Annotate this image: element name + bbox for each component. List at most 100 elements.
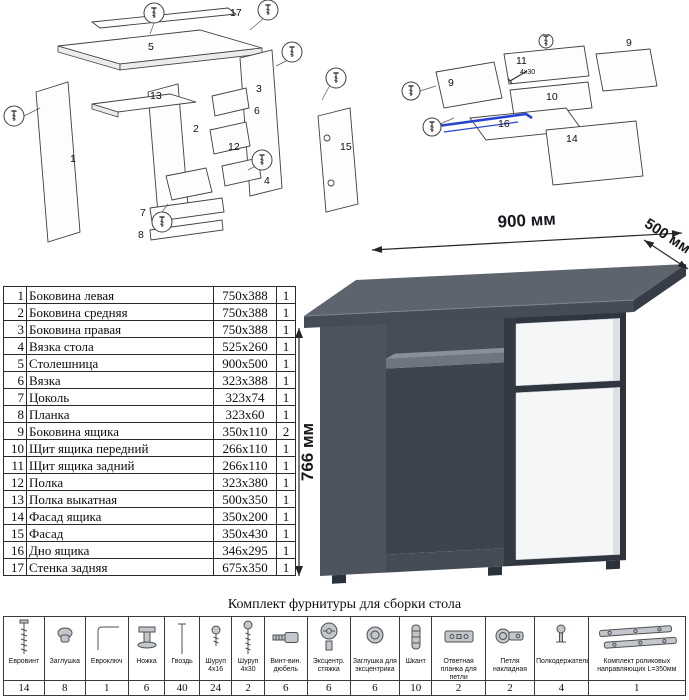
shelf-pin-icon: [535, 617, 587, 658]
part-qty: 1: [276, 507, 296, 525]
part-qty: 1: [276, 286, 296, 304]
depth-dimension-label: 500 мм: [641, 215, 689, 257]
tabletop-surface: [304, 264, 686, 316]
desk-foot: [332, 574, 346, 584]
drawer-back: [503, 45, 590, 85]
part-label: 9: [448, 77, 454, 89]
hinge-plate-icon: [432, 617, 484, 658]
desk-bay-top: [386, 316, 504, 359]
part-size: 750х388: [213, 286, 277, 304]
part-strip: [149, 219, 224, 241]
part-num: 14: [3, 507, 27, 525]
part-qty: 1: [276, 303, 296, 321]
part-num: 4: [3, 337, 27, 355]
part-size: 350х200: [213, 507, 277, 525]
part-label: 13: [150, 90, 162, 102]
part-label: 1: [70, 153, 76, 165]
part-label: 15: [340, 141, 352, 153]
door-front-white: [515, 387, 621, 561]
part-name: Боковина левая: [26, 286, 214, 304]
part-qty: 1: [276, 320, 296, 338]
part-size: 266х110: [213, 439, 277, 457]
exploded-view-diagram: 17 5 3 1 13 2 12 6 4 15 7 8: [3, 0, 359, 243]
part-num: 8: [3, 405, 27, 423]
width-dimension-label: 900 мм: [497, 210, 556, 232]
part-qty: 1: [276, 354, 296, 372]
hardware-item-label: Полкодержатель: [536, 658, 588, 665]
hardware-item-label: Шкант: [405, 658, 426, 665]
stud-dowel-icon: [265, 617, 307, 658]
part-name: Щит ящика передний: [26, 439, 214, 457]
screw-callout-icon: [422, 117, 442, 137]
part-name: Полка: [26, 473, 214, 491]
part-label: 12: [228, 141, 240, 153]
hardware-item-qty: 4: [535, 680, 588, 695]
part-size: 500х350: [213, 490, 277, 508]
screw-callout-icon: [151, 211, 173, 233]
hardware-item-qty: 2: [432, 680, 485, 695]
hardware-item-label: Евровинт: [8, 658, 40, 665]
hardware-item-qty: 14: [4, 680, 44, 695]
part-label: 8: [138, 229, 144, 241]
part-num: 7: [3, 388, 27, 406]
hardware-item: Шкант 10: [399, 617, 433, 695]
keyboard-tray-top: [386, 347, 513, 359]
part-name: Цоколь: [26, 388, 214, 406]
part-num: 17: [3, 558, 27, 576]
part-drawer-box: [165, 167, 213, 201]
part-size: 525х260: [213, 337, 277, 355]
part-label: 2: [193, 123, 199, 135]
hardware-item-label: Шуруп 4х16: [205, 658, 226, 673]
part-name: Боковина ящика: [26, 422, 214, 440]
part-label: 6: [254, 105, 260, 117]
part-num: 6: [3, 371, 27, 389]
hardware-item-label: Евроключ: [90, 658, 123, 665]
screw-4x16-icon: [200, 617, 231, 658]
part-back-wall: [90, 7, 238, 29]
desk-left-panel: [320, 322, 386, 576]
screw-size-note: 4х30: [520, 69, 535, 76]
part-num: 2: [3, 303, 27, 321]
part-size: 323х74: [213, 388, 277, 406]
hardware-item: Ножка 6: [128, 617, 166, 695]
hardware-item: Евроключ 1: [85, 617, 129, 695]
part-name: Боковина правая: [26, 320, 214, 338]
part-name: Щит ящика задний: [26, 456, 214, 474]
tabletop-front-edge: [304, 300, 634, 328]
hardware-item-label: Ножка: [136, 658, 157, 665]
part-name: Вязка стола: [26, 337, 214, 355]
hardware-item-label: Комплект роликовых направляющих L=350мм: [597, 658, 677, 673]
part-label: 4: [264, 175, 270, 187]
hinge-cup: [323, 134, 331, 142]
hardware-kit-table: Евровинт 14 Заглушка 8 Евроключ 1 Ножка …: [3, 616, 686, 696]
part-qty: 1: [276, 541, 296, 559]
part-qty: 1: [276, 371, 296, 389]
part-num: 12: [3, 473, 27, 491]
hardware-item-qty: 40: [165, 680, 199, 695]
hardware-item-qty: 6: [350, 680, 399, 695]
hardware-kit-title: Комплект фурнитуры для сборки стола: [227, 597, 462, 612]
part-name: Столешница: [26, 354, 214, 372]
part-size: 900х500: [213, 354, 277, 372]
desk-bay-interior: [386, 362, 504, 555]
part-label: 7: [140, 207, 146, 219]
part-size: 350х110: [213, 422, 277, 440]
hardware-item-label: Петля накладная: [493, 658, 527, 673]
hardware-item: Шуруп 4х16 24: [199, 617, 233, 695]
hardware-item: Евровинт 14: [4, 617, 45, 695]
hex-key-icon: [86, 617, 128, 658]
screw-4x30-icon: [232, 617, 263, 658]
hardware-item-qty: 1: [85, 680, 128, 695]
desk-dimension-render: 766 мм 900 мм 500 мм: [295, 210, 689, 584]
hardware-item-qty: 1: [588, 680, 686, 695]
